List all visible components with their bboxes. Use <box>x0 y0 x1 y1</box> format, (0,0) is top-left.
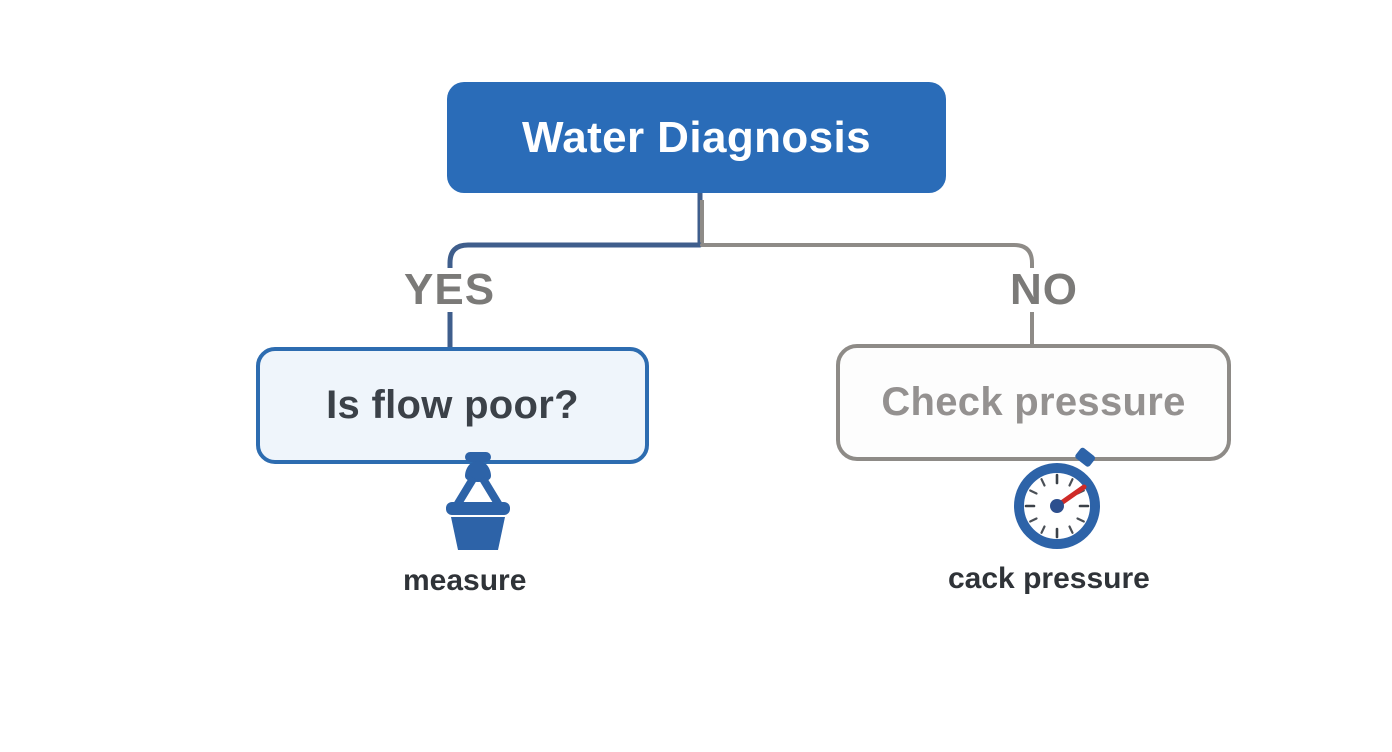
stopwatch-icon <box>1005 446 1109 550</box>
branch-label-no: NO <box>1002 268 1086 312</box>
node-is-flow-poor[interactable]: Is flow poor? <box>256 347 649 464</box>
node-root-label: Water Diagnosis <box>521 112 872 162</box>
caption-measure: measure <box>403 564 527 597</box>
node-yes-label: Is flow poor? <box>326 383 579 427</box>
node-no-label: Check pressure <box>881 380 1186 424</box>
bucket-icon <box>436 448 520 552</box>
caption-cack-pressure: cack pressure <box>948 562 1150 595</box>
node-check-pressure[interactable]: Check pressure <box>836 344 1231 461</box>
branch-label-yes: YES <box>396 268 504 312</box>
node-water-diagnosis[interactable]: Water Diagnosis <box>447 82 946 193</box>
branch-path-no <box>700 243 1034 348</box>
branch-path-yes <box>447 242 703 351</box>
